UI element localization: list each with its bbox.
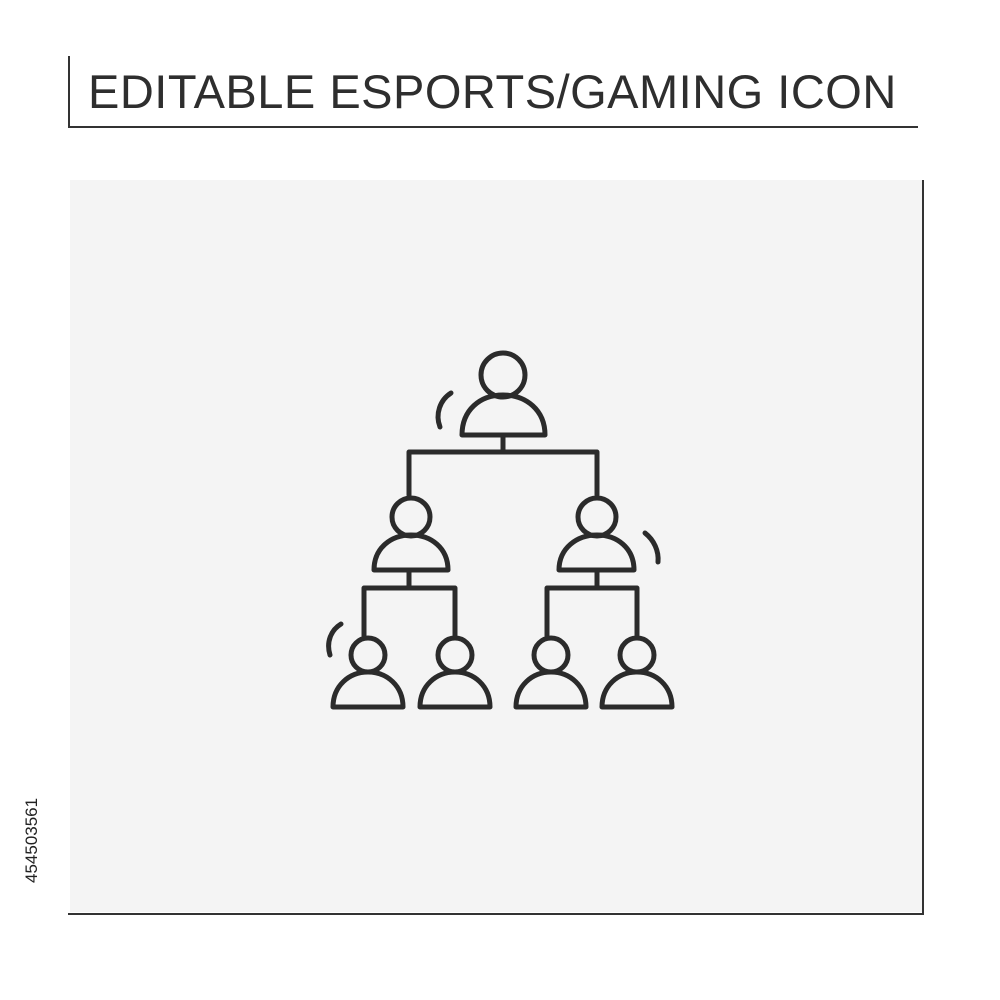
- panel-right-border: [922, 180, 924, 915]
- person-icon-bottom-4: [599, 635, 675, 710]
- motion-arc-icons: [326, 390, 661, 658]
- icon-panel: [70, 180, 922, 912]
- panel-bottom-border: [68, 913, 924, 915]
- person-icon-bottom-1: [330, 635, 406, 710]
- stock-id: 454503561: [22, 797, 41, 883]
- page-title: EDITABLE ESPORTS/GAMING ICON: [88, 65, 897, 118]
- person-icon-bottom-3: [513, 635, 589, 710]
- bracket-lines: [361, 434, 640, 639]
- person-icon-mid-left: [371, 495, 451, 573]
- person-icon-bottom-2: [417, 635, 493, 710]
- person-icon-mid-right: [556, 495, 637, 573]
- person-icon-top: [459, 350, 548, 438]
- title-frame: EDITABLE ESPORTS/GAMING ICON: [68, 56, 918, 128]
